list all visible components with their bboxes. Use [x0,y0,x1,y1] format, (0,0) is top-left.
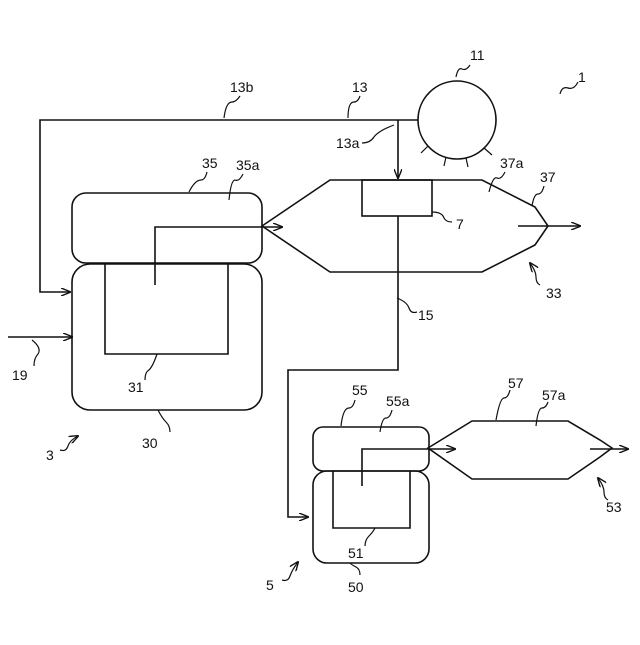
sensor-box-7 [362,180,432,216]
label-30: 30 [142,435,158,451]
label-51: 51 [348,545,364,561]
label-50: 50 [348,579,364,595]
line-15 [288,216,398,517]
vessel-57 [428,421,628,479]
label-33: 33 [546,285,562,301]
label-37: 37 [540,169,556,185]
label-57a: 57a [542,387,566,403]
leader-lines [32,65,608,581]
housing-35 [72,193,282,285]
label-13: 13 [352,79,368,95]
label-15: 15 [418,307,434,323]
label-13a: 13a [336,135,360,151]
label-3: 3 [46,447,54,463]
body-50 [313,471,429,563]
housing-55 [313,427,455,486]
label-37a: 37a [500,155,524,171]
label-55a: 55a [386,393,410,409]
label-13b: 13b [230,79,254,95]
label-35a: 35a [236,157,260,173]
label-19: 19 [12,367,28,383]
label-11: 11 [470,47,485,63]
label-57: 57 [508,375,524,391]
vessel-37 [262,180,580,272]
source-11 [418,81,496,167]
label-5: 5 [266,577,274,593]
label-53: 53 [606,499,622,515]
label-7: 7 [456,216,464,232]
label-35: 35 [202,155,218,171]
label-55: 55 [352,382,368,398]
label-31: 31 [128,379,144,395]
label-1: 1 [578,69,586,85]
